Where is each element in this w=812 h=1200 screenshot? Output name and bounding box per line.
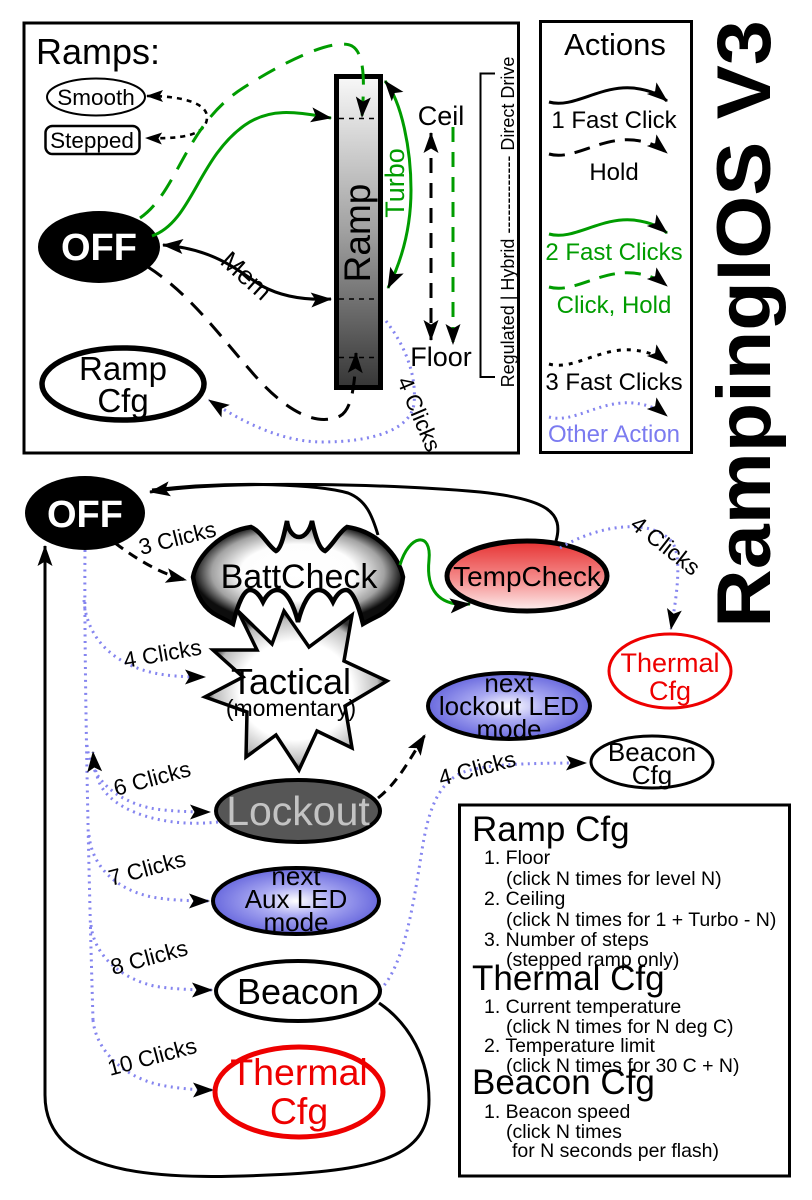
svg-text:10 Clicks: 10 Clicks <box>105 1033 200 1081</box>
svg-text:(momentary): (momentary) <box>226 695 356 721</box>
svg-text:Beacon Cfg: Beacon Cfg <box>472 1063 655 1102</box>
svg-text:8 Clicks: 8 Clicks <box>108 935 191 980</box>
svg-text:3. Number of steps: 3. Number of steps <box>484 929 649 951</box>
svg-text:Tactical: Tactical <box>231 661 351 702</box>
svg-text:Cfg: Cfg <box>97 382 148 419</box>
svg-text:2. Temperature limit: 2. Temperature limit <box>484 1035 655 1057</box>
svg-text:1. Floor: 1. Floor <box>484 847 551 869</box>
svg-text:6 Clicks: 6 Clicks <box>111 756 194 801</box>
svg-text:Actions: Actions <box>564 27 666 62</box>
svg-text:Beacon: Beacon <box>608 737 696 767</box>
svg-text:Beacon: Beacon <box>237 971 359 1012</box>
svg-text:(click N times for N deg C): (click N times for N deg C) <box>506 1016 734 1038</box>
svg-text:Ramp: Ramp <box>79 350 167 387</box>
svg-text:Cfg: Cfg <box>649 676 691 706</box>
svg-text:4 Clicks: 4 Clicks <box>392 373 446 455</box>
svg-text:next: next <box>271 861 321 891</box>
svg-text:OFF: OFF <box>61 227 137 269</box>
svg-text:Stepped: Stepped <box>50 128 134 153</box>
svg-text:Turbo: Turbo <box>380 148 410 218</box>
svg-text:3 Fast Clicks: 3 Fast Clicks <box>545 369 682 396</box>
svg-text:Smooth: Smooth <box>57 85 135 110</box>
svg-text:(click N times: (click N times <box>506 1121 622 1143</box>
svg-text:7 Clicks: 7 Clicks <box>106 846 189 891</box>
svg-text:4 Clicks: 4 Clicks <box>436 746 519 791</box>
svg-text:mode: mode <box>263 907 328 937</box>
svg-text:mode: mode <box>476 714 541 744</box>
svg-text:Click, Hold: Click, Hold <box>557 292 672 319</box>
svg-text:Lockout: Lockout <box>226 788 370 834</box>
svg-text:Ramps:: Ramps: <box>36 31 160 72</box>
svg-text:4 Clicks: 4 Clicks <box>122 635 204 673</box>
svg-text:lockout LED: lockout LED <box>439 691 579 721</box>
svg-text:Floor: Floor <box>410 342 472 372</box>
svg-text:(click N times for 1 + Turbo -: (click N times for 1 + Turbo - N) <box>506 909 776 931</box>
svg-text:Regulated | Hybrid -----------: Regulated | Hybrid ------------- Direct … <box>498 57 518 388</box>
svg-text:Thermal: Thermal <box>620 648 719 678</box>
svg-text:Ceil: Ceil <box>418 101 465 131</box>
svg-text:TempCheck: TempCheck <box>453 561 602 592</box>
svg-text:Thermal Cfg: Thermal Cfg <box>472 959 665 998</box>
svg-text:1. Beacon speed: 1. Beacon speed <box>484 1101 630 1123</box>
svg-text:Aux LED: Aux LED <box>245 884 348 914</box>
svg-text:2. Ceiling: 2. Ceiling <box>484 888 565 910</box>
svg-text:1. Current temperature: 1. Current temperature <box>484 996 681 1018</box>
svg-text:Ramp Cfg: Ramp Cfg <box>472 810 630 849</box>
svg-text:(click N times for level N): (click N times for level N) <box>506 868 722 890</box>
svg-text:next: next <box>484 668 534 698</box>
svg-text:1 Fast Click: 1 Fast Click <box>551 107 677 134</box>
svg-text:Cfg: Cfg <box>270 1090 328 1132</box>
svg-text:2 Fast Clicks: 2 Fast Clicks <box>545 239 682 266</box>
svg-text:Mem: Mem <box>215 245 278 306</box>
svg-text:(click N times for 30 C + N): (click N times for 30 C + N) <box>506 1055 740 1077</box>
svg-text:for N seconds per flash): for N seconds per flash) <box>512 1140 719 1162</box>
svg-text:BattCheck: BattCheck <box>221 558 379 596</box>
svg-text:OFF: OFF <box>47 494 123 536</box>
svg-text:Ramp: Ramp <box>337 184 378 283</box>
svg-text:Hold: Hold <box>589 159 638 186</box>
svg-text:4 Clicks: 4 Clicks <box>626 510 705 580</box>
svg-text:Cfg: Cfg <box>632 760 672 790</box>
svg-text:Other Action: Other Action <box>548 421 680 448</box>
svg-text:(stepped ramp only): (stepped ramp only) <box>506 949 679 971</box>
svg-text:Thermal: Thermal <box>230 1051 368 1093</box>
svg-text:RampingIOS V3: RampingIOS V3 <box>701 20 786 628</box>
